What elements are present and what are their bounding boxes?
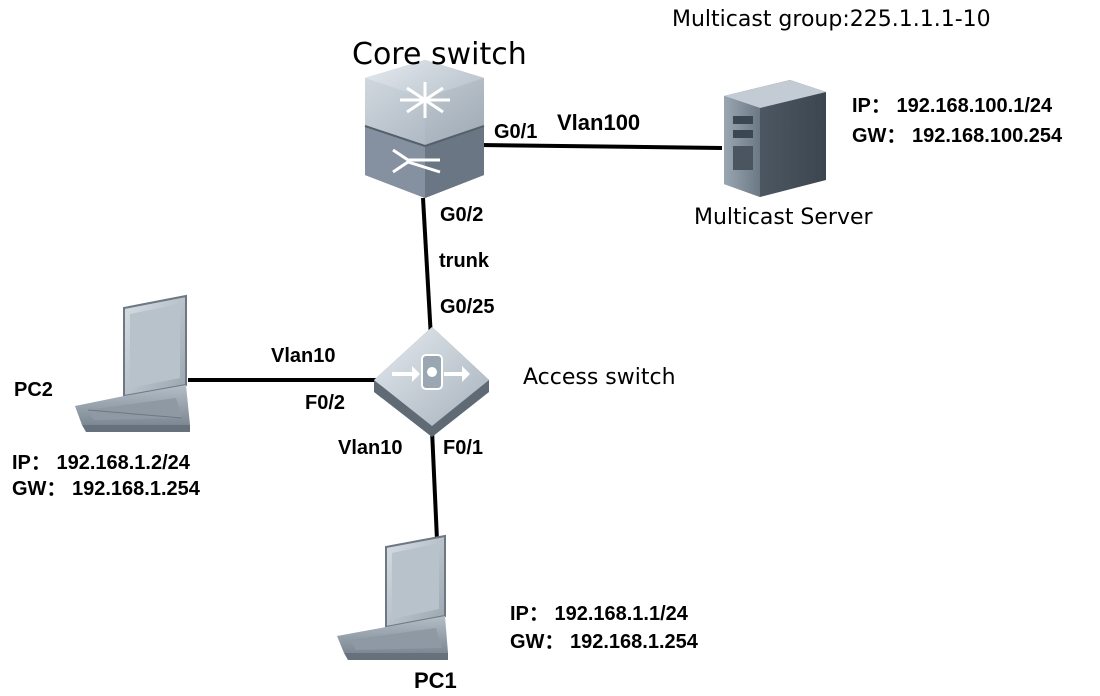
link-core-to-access-trunk — [421, 197, 433, 339]
pc1-laptop-icon — [337, 534, 448, 660]
server-ip-label: IP： 192.168.100.1/24 — [852, 95, 1053, 117]
multicast-server-title: Multicast Server — [694, 205, 873, 230]
pc2-ip-label: IP： 192.168.1.2/24 — [12, 452, 190, 474]
core-switch-icon — [364, 60, 485, 198]
core-switch-title: Core switch — [352, 37, 527, 72]
trunk-label: trunk — [439, 250, 489, 272]
pc1-ip-label: IP： 192.168.1.1/24 — [510, 603, 688, 625]
vlan100-label: Vlan100 — [557, 110, 641, 135]
access-switch-icon — [374, 327, 489, 437]
pc1-title: PC1 — [414, 668, 457, 693]
access-port-g0-25-label: G0/25 — [440, 296, 495, 318]
link-pc1-to-access — [430, 429, 439, 541]
pc1-gw-label: GW： 192.168.1.254 — [510, 631, 698, 653]
access-port-f0-1-label: F0/1 — [443, 437, 484, 459]
connection-lines — [188, 143, 723, 541]
access-switch-title: Access switch — [523, 365, 676, 390]
multicast-group-label: Multicast group:225.1.1.1-10 — [672, 7, 991, 32]
pc2-vlan10-label: Vlan10 — [271, 345, 336, 367]
pc1-vlan10-label: Vlan10 — [338, 437, 403, 459]
pc2-gw-label: GW： 192.168.1.254 — [12, 478, 200, 500]
multicast-server-icon — [724, 80, 826, 197]
server-gw-label: GW： 192.168.100.254 — [852, 125, 1063, 147]
core-port-g0-1-label: G0/1 — [494, 121, 538, 143]
access-port-f0-2-label: F0/2 — [305, 392, 346, 414]
pc2-title: PC2 — [14, 379, 53, 401]
link-core-to-server — [479, 143, 723, 150]
core-port-g0-2-label: G0/2 — [440, 204, 484, 226]
pc2-laptop-icon — [75, 294, 190, 432]
